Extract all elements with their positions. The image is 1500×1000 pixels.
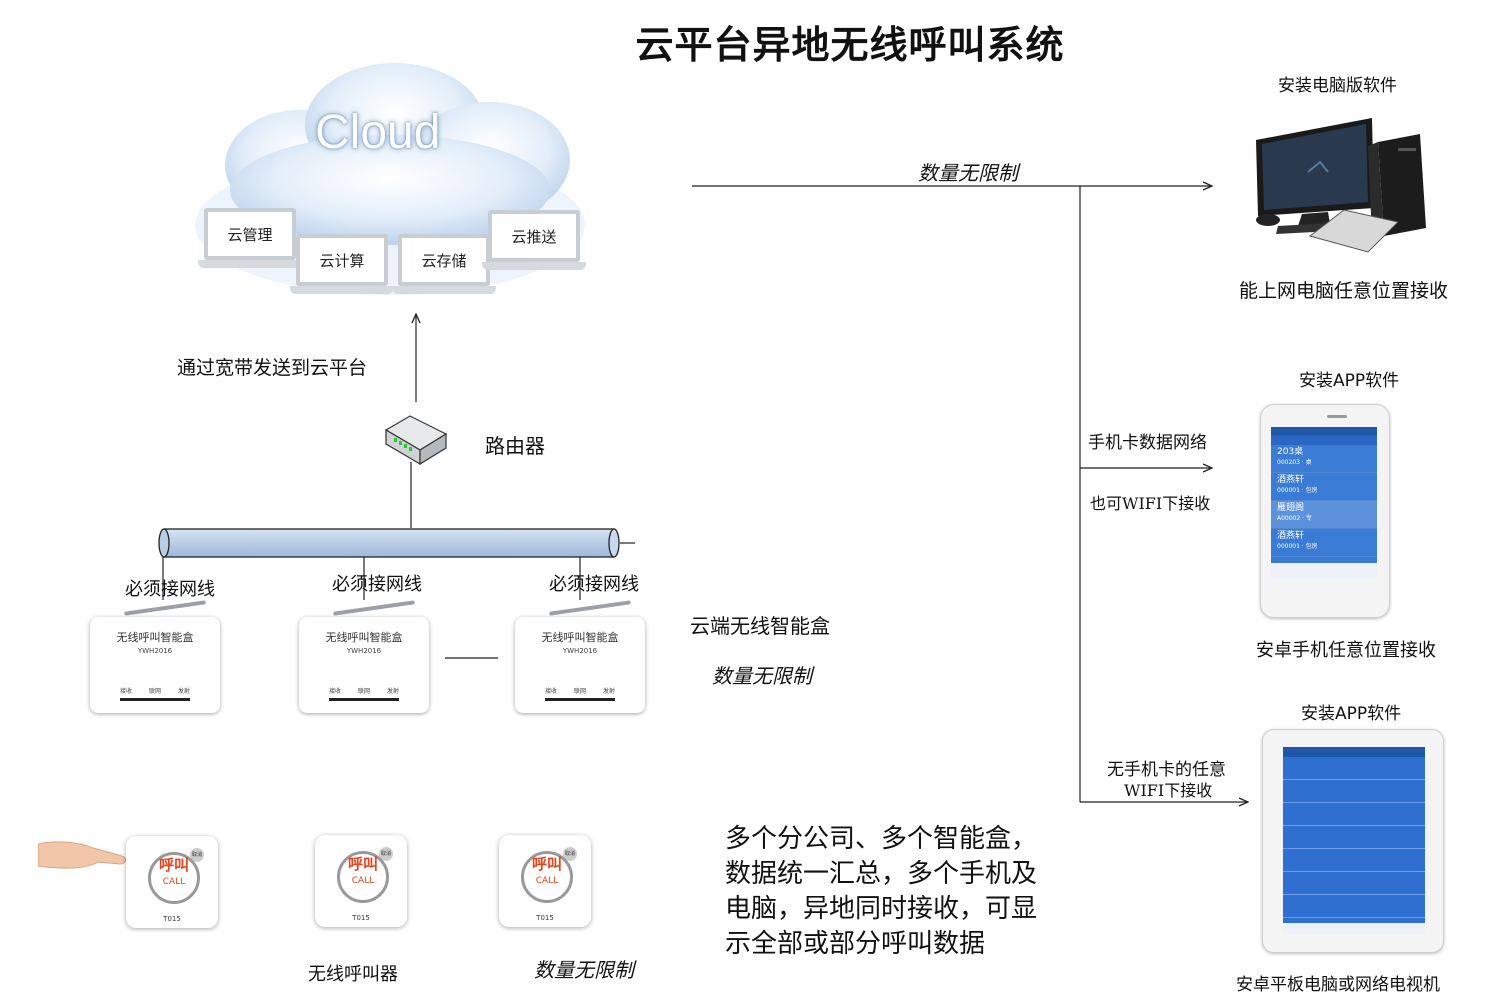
tablet-network-label: 无手机卡的任意 xyxy=(1107,760,1226,780)
top-quantity: 数量无限制 xyxy=(918,161,1018,185)
cloud-service-push: 云推送 xyxy=(482,210,586,270)
cloud-service-computing: 云计算 xyxy=(290,234,394,294)
phone-caption: 安卓手机任意位置接收 xyxy=(1256,640,1436,661)
pc-install-label: 安装电脑版软件 xyxy=(1278,76,1397,96)
smart-box: 无线呼叫智能盒 YWH2016 接收联网发射 xyxy=(299,617,429,713)
caller-label: 无线呼叫器 xyxy=(308,964,398,985)
wireless-caller: 取消 呼叫 CALL T015 xyxy=(499,835,591,927)
wireless-caller: 取消 呼叫 CALL T015 xyxy=(126,836,218,928)
tablet-screen xyxy=(1283,747,1425,935)
tablet-caption: 安卓平板电脑或网络电视机 xyxy=(1236,975,1440,995)
router-icon xyxy=(380,412,450,468)
smart-box: 无线呼叫智能盒 YWH2016 接收联网发射 xyxy=(90,617,220,713)
cloud-label: Cloud xyxy=(315,106,441,159)
desktop-computer-icon xyxy=(1248,112,1428,262)
caller-quantity: 数量无限制 xyxy=(534,958,634,982)
page-title: 云平台异地无线呼叫系统 xyxy=(635,23,1065,67)
tablet-wifi-label: WIFI下接收 xyxy=(1124,781,1213,800)
phone-install-label: 安装APP软件 xyxy=(1299,371,1400,391)
phone-network-label: 手机卡数据网络 xyxy=(1088,433,1207,453)
cloud-service-management: 云管理 xyxy=(198,208,302,268)
network-bus xyxy=(158,528,621,558)
cloud-service-storage: 云存储 xyxy=(392,234,496,294)
tablet-install-label: 安装APP软件 xyxy=(1301,704,1402,724)
broadband-label: 通过宽带发送到云平台 xyxy=(177,357,368,379)
smart-box-quantity: 数量无限制 xyxy=(712,664,812,688)
router-label: 路由器 xyxy=(485,434,545,458)
summary-text: 多个分公司、多个智能盒， 数据统一汇总，多个手机及 电脑，异地同时接收，可显 示… xyxy=(725,824,1038,959)
box-wire-label-3: 必须接网线 xyxy=(549,574,639,595)
smart-box: 无线呼叫智能盒 YWH2016 接收联网发射 xyxy=(515,617,645,713)
phone-wifi-label: 也可WIFI下接收 xyxy=(1090,494,1211,513)
smart-box-label: 云端无线智能盒 xyxy=(690,614,830,638)
android-tablet xyxy=(1262,729,1444,953)
box-wire-label-1: 必须接网线 xyxy=(125,579,215,600)
wireless-caller: 取消 呼叫 CALL T015 xyxy=(315,835,407,927)
pc-caption: 能上网电脑任意位置接收 xyxy=(1239,280,1449,302)
box-wire-label-2: 必须接网线 xyxy=(332,574,422,595)
cloud-graphic: Cloud xyxy=(190,55,590,300)
hand-icon xyxy=(37,838,128,878)
